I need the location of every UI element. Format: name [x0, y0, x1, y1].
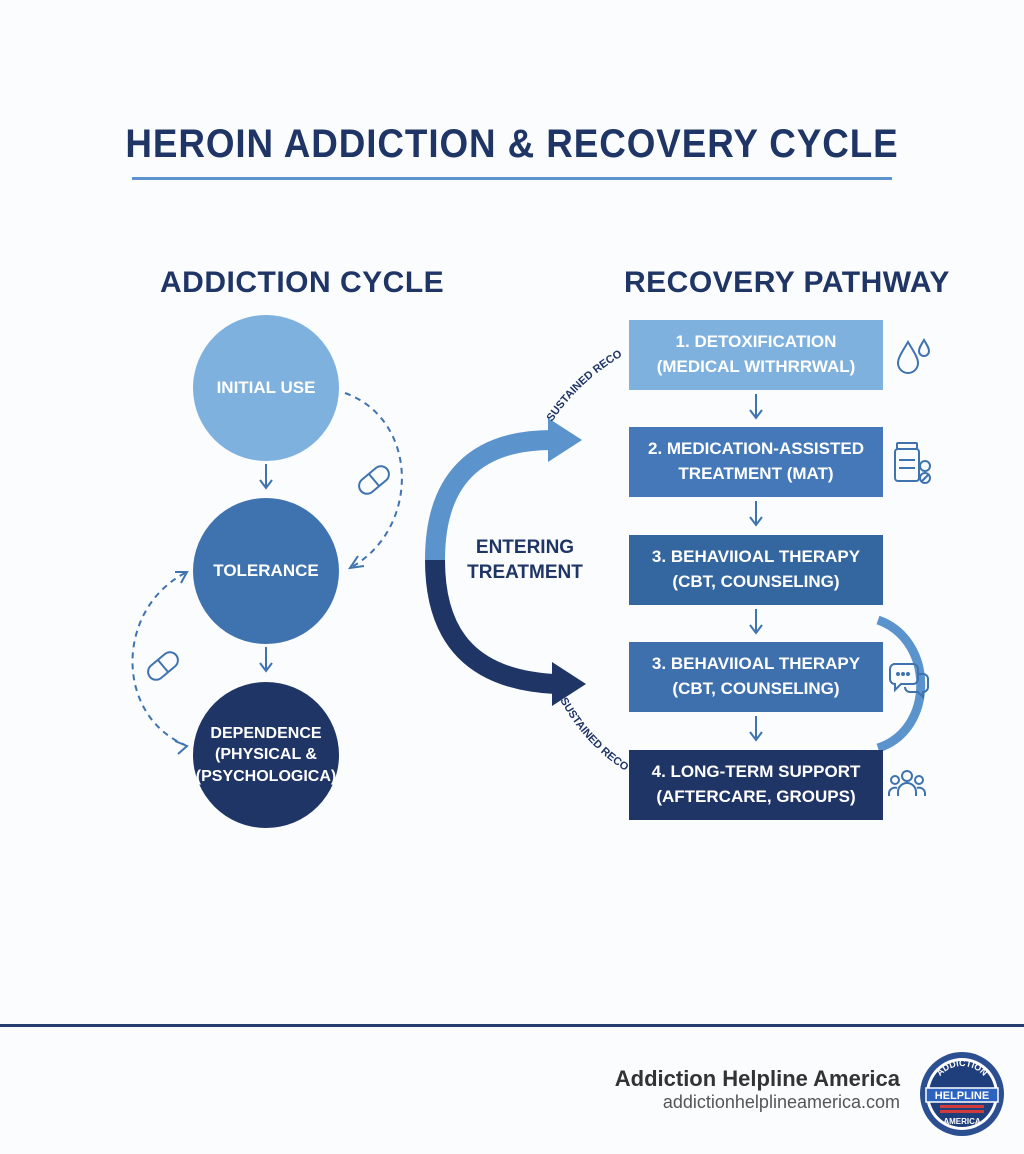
addiction-cycle-heading: ADDICTION CYCLE — [160, 266, 445, 299]
chat-bubbles-icon — [889, 663, 929, 700]
pill-icon — [147, 651, 179, 681]
step-arrow — [749, 609, 763, 635]
step-long-term-support: 4. LONG-TERM SUPPORT (AFTERCARE, GROUPS) — [629, 750, 883, 820]
dashed-cycle-arc-right — [344, 392, 403, 569]
step-medication-assisted-treatment: 2. MEDICATION-ASSISTED TREATMENT (MAT) — [629, 427, 883, 497]
step-arrow — [749, 501, 763, 527]
stage-arrow — [259, 464, 273, 490]
entering-treatment-label: ENTERING TREATMENT — [467, 537, 583, 583]
helpline-seal-logo: ADDICTION HELPLINE AMERICA — [920, 1052, 1004, 1136]
svg-text:HELPLINE: HELPLINE — [935, 1090, 989, 1102]
dashed-arc-arrowhead — [347, 555, 365, 570]
entering-treatment-arc-upper — [425, 430, 553, 561]
diagram-title: HEROIN ADDICTION & RECOVERY CYCLE — [125, 122, 899, 166]
step-behavioral-therapy: 3. BEHAVIIOAL THERAPY (CBT, COUNSELING) — [629, 535, 883, 605]
stage-dependence: DEPENDENCE (PHYSICAL & (PSYCHOLOGICA) — [193, 682, 339, 828]
stage-tolerance: TOLERANCE — [193, 498, 339, 644]
title-divider — [132, 177, 892, 180]
stage-arrow — [259, 647, 273, 673]
footer-divider — [0, 1024, 1024, 1027]
lower-arc-arrowhead — [552, 662, 586, 706]
pill-icon — [358, 465, 390, 495]
aftercare-loop-arc — [876, 615, 926, 753]
group-people-icon — [888, 770, 926, 796]
upper-arc-arrowhead — [548, 418, 582, 462]
dashed-arc-arrowhead — [174, 740, 189, 755]
svg-text:AMERICA: AMERICA — [943, 1117, 981, 1126]
stage-initial-use: INITIAL USE — [193, 315, 339, 461]
medication-bottle-icon — [894, 442, 931, 484]
dashed-arc-arrowhead — [175, 571, 189, 584]
step-detoxification: 1. DETOXIFICATION (MEDICAL WITHRRWAL) — [629, 320, 883, 390]
step-arrow — [749, 716, 763, 742]
brand-name: Addiction Helpline America — [614, 1066, 900, 1091]
entering-treatment-arc-lower — [425, 559, 556, 694]
step-behavioral-therapy-repeat: 3. BEHAVIIOAL THERAPY (CBT, COUNSELING) — [629, 642, 883, 712]
brand-url: addictionhelplineamerica.com — [662, 1092, 900, 1112]
step-arrow — [749, 394, 763, 420]
recovery-pathway-heading: RECOVERY PATHWAY — [624, 266, 950, 299]
water-drops-icon — [896, 338, 931, 374]
